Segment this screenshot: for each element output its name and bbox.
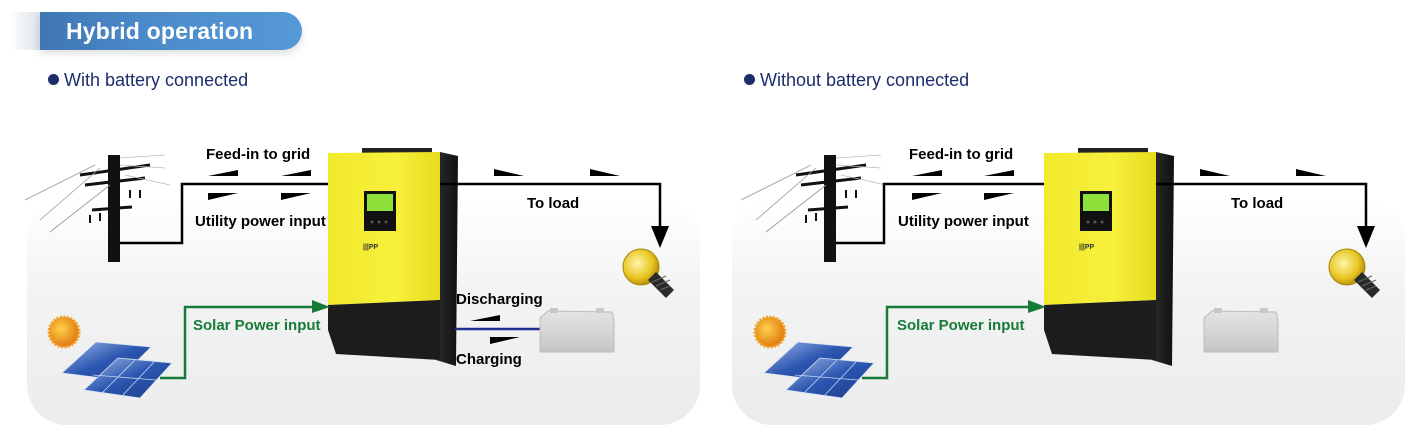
utility-input-arrow	[912, 193, 942, 200]
label-feed-in: Feed-in to grid	[206, 146, 310, 163]
label-to-load: To load	[1231, 195, 1283, 212]
solar-panel-icon	[61, 341, 173, 399]
utility-pole-icon	[740, 154, 887, 262]
solar-arrow-head	[1028, 300, 1046, 313]
inverter-logo: |||PP	[1079, 244, 1095, 251]
label-discharging: Discharging	[456, 291, 543, 308]
load-line	[1156, 182, 1368, 238]
grid-line	[120, 182, 330, 245]
label-charging: Charging	[456, 351, 522, 368]
bullet-icon	[48, 74, 59, 85]
label-utility-input: Utility power input	[195, 213, 326, 230]
load-line	[440, 182, 662, 238]
grid-line	[836, 182, 1046, 245]
sun-icon	[753, 315, 787, 349]
label-feed-in: Feed-in to grid	[909, 146, 1013, 163]
section-title: Hybrid operation	[66, 18, 254, 44]
battery-icon	[539, 308, 615, 353]
label-to-load: To load	[527, 195, 579, 212]
to-load-arrow	[494, 169, 524, 176]
feed-in-arrow	[208, 170, 238, 176]
light-bulb-icon	[622, 248, 674, 298]
to-load-arrow	[1200, 169, 1230, 176]
feed-in-arrow	[281, 170, 311, 176]
load-arrow-head	[651, 226, 669, 248]
utility-input-arrow	[208, 193, 238, 200]
subtitle-with-battery: With battery connected	[48, 70, 248, 91]
utility-input-arrow	[984, 193, 1014, 200]
bullet-icon	[744, 74, 755, 85]
solar-panel-icon	[763, 341, 875, 399]
scenario-with-battery: Feed-in to grid Utility power input |||P…	[24, 146, 674, 399]
feed-in-arrow	[984, 170, 1014, 176]
solar-arrow-head	[312, 300, 330, 313]
label-solar-input: Solar Power input	[897, 317, 1025, 334]
subtitle-without-battery: Without battery connected	[744, 70, 969, 91]
to-load-arrow	[590, 169, 620, 176]
sun-icon	[47, 315, 81, 349]
light-bulb-icon	[1328, 248, 1380, 298]
scenario-without-battery: Feed-in to grid Utility power input |||P…	[740, 146, 1380, 399]
subtitle-text: With battery connected	[64, 70, 249, 90]
to-load-arrow	[1296, 169, 1326, 176]
solar-line	[160, 305, 318, 380]
battery-icon-disconnected	[1203, 308, 1279, 353]
label-solar-input: Solar Power input	[193, 317, 321, 334]
inverter-icon: |||PP	[328, 148, 458, 366]
section-banner: Hybrid operation	[40, 12, 302, 50]
label-utility-input: Utility power input	[898, 213, 1029, 230]
feed-in-arrow	[912, 170, 942, 176]
charging-arrow	[490, 337, 520, 344]
utility-pole-icon	[24, 154, 171, 262]
inverter-icon: |||PP	[1044, 148, 1174, 366]
banner-shadow	[10, 12, 44, 50]
inverter-logo: |||PP	[363, 244, 379, 251]
utility-input-arrow	[281, 193, 311, 200]
solar-line	[862, 305, 1034, 380]
load-arrow-head	[1357, 226, 1375, 248]
discharging-arrow	[470, 315, 500, 321]
subtitle-text: Without battery connected	[760, 70, 970, 90]
